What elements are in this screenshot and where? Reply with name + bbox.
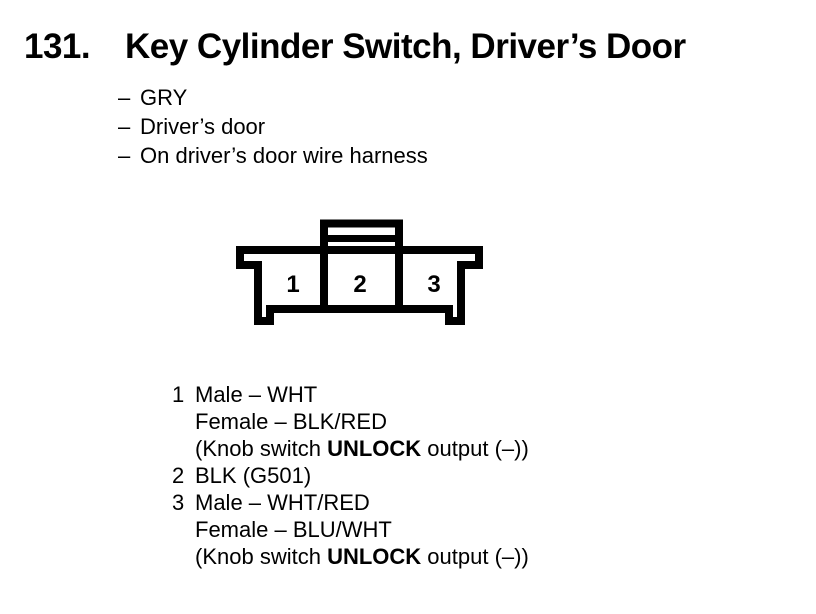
pin-line-bold-text: UNLOCK	[327, 544, 422, 569]
pin-line: Female – BLK/RED	[195, 408, 529, 435]
connector-body-outline	[236, 246, 483, 325]
spec-list: – GRY – Driver’s door – On driver’s door…	[118, 83, 428, 170]
pin-line-text: (Knob switch	[195, 544, 328, 569]
pin-lines: Male – WHT Female – BLK/RED (Knob switch…	[195, 381, 529, 462]
spec-text: Driver’s door	[140, 114, 266, 139]
pin-line-text: Female – BLK/RED	[195, 409, 387, 434]
pin-line: (Knob switch UNLOCK output (–))	[195, 435, 529, 462]
pin-line: BLK (G501)	[195, 462, 311, 489]
pin-line-bold-text: UNLOCK	[327, 436, 422, 461]
connector-diagram: 1 2 3	[236, 219, 483, 325]
spec-text: On driver’s door wire harness	[140, 143, 428, 168]
pin-item: 3 Male – WHT/RED Female – BLU/WHT (Knob …	[172, 489, 529, 570]
cavity-label-3: 3	[427, 271, 440, 298]
pin-line-text: output (–))	[421, 544, 529, 569]
pin-item: 1 Male – WHT Female – BLK/RED (Knob swit…	[172, 381, 529, 462]
pin-line: Female – BLU/WHT	[195, 516, 529, 543]
pin-line-text: Female – BLU/WHT	[195, 517, 392, 542]
connector-latch-tab	[320, 219, 403, 309]
pin-line-text: Male – WHT/RED	[195, 490, 370, 515]
spec-dash: –	[118, 114, 131, 139]
title-number: 131.	[24, 27, 91, 66]
spec-item: – Driver’s door	[118, 112, 428, 141]
pin-line: Male – WHT	[195, 381, 529, 408]
pin-line-text: Male – WHT	[195, 382, 318, 407]
title-text: Key Cylinder Switch, Driver’s Door	[125, 27, 686, 66]
pin-number: 1	[172, 382, 185, 407]
spec-item: – On driver’s door wire harness	[118, 141, 428, 170]
page-title: 131. Key Cylinder Switch, Driver’s Door	[24, 27, 686, 67]
cavity-label-1: 1	[286, 271, 299, 298]
pin-line-text: (Knob switch	[195, 436, 328, 461]
spec-dash: –	[118, 85, 131, 110]
pin-line: Male – WHT/RED	[195, 489, 529, 516]
pin-line-text: BLK (G501)	[195, 463, 312, 488]
pin-lines: Male – WHT/RED Female – BLU/WHT (Knob sw…	[195, 489, 529, 570]
pin-lines: BLK (G501)	[195, 462, 311, 489]
cavity-label-2: 2	[353, 271, 366, 298]
spec-item: – GRY	[118, 83, 428, 112]
pin-item: 2 BLK (G501)	[172, 462, 529, 489]
pin-description-list: 1 Male – WHT Female – BLK/RED (Knob swit…	[172, 381, 529, 570]
pin-number: 3	[172, 490, 185, 515]
spec-text: GRY	[140, 85, 188, 110]
pin-line: (Knob switch UNLOCK output (–))	[195, 543, 529, 570]
pin-number: 2	[172, 463, 185, 488]
spec-dash: –	[118, 143, 131, 168]
pin-line-text: output (–))	[421, 436, 529, 461]
